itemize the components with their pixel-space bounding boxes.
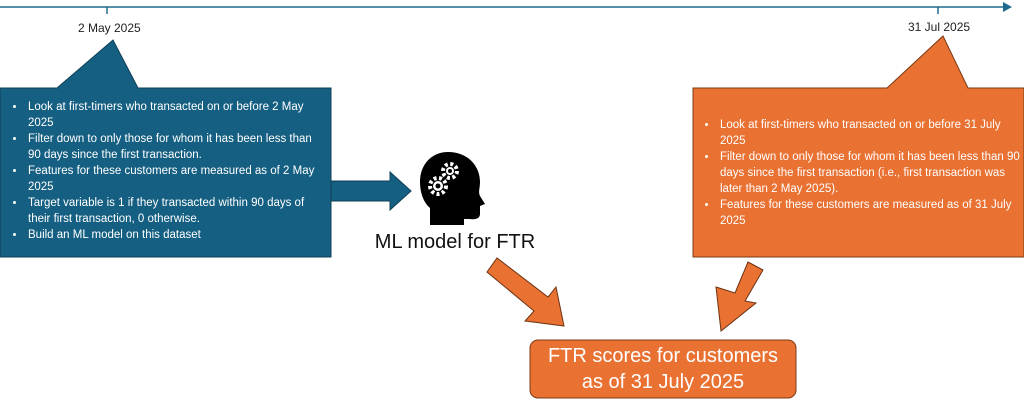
- output-box-shape: [529, 339, 797, 399]
- output-line-2: as of 31 July 2025: [581, 371, 745, 393]
- timeline-arrowhead: [1003, 2, 1012, 12]
- training-bullet: Look at first-timers who transacted on o…: [26, 99, 326, 131]
- training-callout-shape: [0, 39, 332, 258]
- scoring-bullet: Filter down to only those for whom it ha…: [718, 149, 1021, 197]
- timeline: [0, 2, 1012, 14]
- model-label: ML model for FTR: [374, 231, 536, 253]
- training-bullet: Filter down to only those for whom it ha…: [26, 131, 326, 163]
- scoring-bullet: Look at first-timers who transacted on o…: [718, 117, 1021, 149]
- training-bullet: Target variable is 1 if they transacted …: [26, 195, 326, 227]
- training-bullet: Features for these customers are measure…: [26, 163, 326, 195]
- timeline-end-label: 31 Jul 2025: [908, 20, 971, 34]
- arrow-scoring-to-output: [715, 261, 764, 332]
- scoring-callout: Look at first-timers who transacted on o…: [696, 117, 1021, 229]
- timeline-start-label: 2 May 2025: [78, 21, 141, 35]
- training-callout: Look at first-timers who transacted on o…: [4, 99, 326, 243]
- head-gears-icon: [420, 152, 485, 225]
- arrow-to-model: [330, 170, 412, 212]
- scoring-bullet: Features for these customers are measure…: [718, 197, 1021, 229]
- output-box: FTR scores for customers as of 31 July 2…: [530, 340, 796, 398]
- output-line-1: FTR scores for customers: [547, 345, 779, 367]
- scoring-callout-shape: [692, 35, 1024, 258]
- training-bullet: Build an ML model on this dataset: [26, 227, 326, 243]
- arrow-model-to-output: [486, 257, 565, 327]
